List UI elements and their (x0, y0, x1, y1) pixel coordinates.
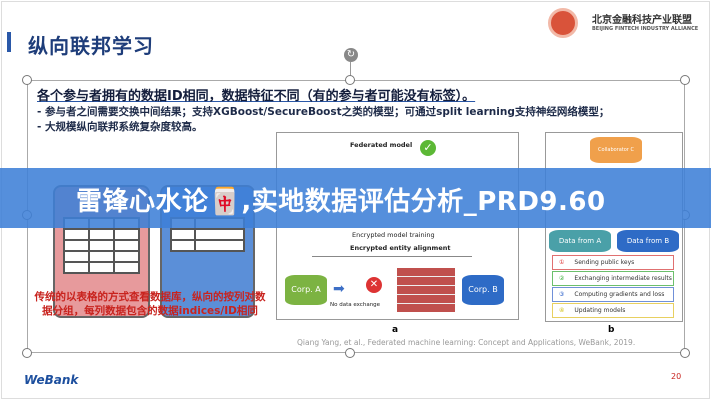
alignment-label: Encrypted entity alignment (350, 244, 451, 252)
banner-title: 雷锋心水论🀄,实地数据评估分析_PRD9.60 (76, 187, 606, 217)
corp-a-db: Corp. A (285, 275, 327, 305)
step-label: Exchanging intermediate results (574, 275, 672, 282)
title-accent-bar (7, 32, 11, 52)
slide-title: 纵向联邦学习 (28, 34, 154, 58)
alliance-logo-icon (548, 8, 578, 38)
resize-handle-br[interactable] (680, 348, 690, 358)
data-b-db: Data from B (617, 230, 679, 252)
step-1: ① Sending public keys (552, 255, 674, 270)
figure-label-a: a (392, 325, 399, 335)
cross-icon: ✕ (366, 277, 382, 293)
federated-model-label: Federated model (350, 141, 413, 149)
citation: Qiang Yang, et al., Federated machine le… (297, 338, 636, 347)
step-num: ② (559, 275, 565, 282)
no-exchange-label: No data exchange (330, 302, 381, 308)
step-num: ④ (559, 307, 565, 314)
logo-text-en: BEIJING FINTECH INDUSTRY ALLIANCE (592, 26, 699, 32)
resize-handle-bm[interactable] (345, 348, 355, 358)
bullet-2: - 大规模纵向联邦系统复杂度较高。 (37, 121, 203, 133)
alignment-arrow (312, 256, 472, 257)
figure-label-b: b (608, 325, 615, 335)
overlay-banner (0, 168, 711, 228)
step-2: ② Exchanging intermediate results (552, 271, 674, 286)
corp-b-db: Corp. B (462, 275, 504, 305)
resize-handle-tr[interactable] (680, 75, 690, 85)
arrow-right-icon: ➡ (333, 281, 345, 297)
step-num: ① (559, 259, 565, 266)
resize-handle-bl[interactable] (22, 348, 32, 358)
step-label: Sending public keys (574, 259, 635, 266)
red-note: 传统的以表格的方式查看数据库，纵向的按列对数据分组，每列数据包含的数据indic… (34, 291, 266, 317)
page-number: 20 (671, 372, 682, 381)
bullet-1: - 参与者之间需要交换中间结果；支持XGBoost/SecureBoost之类的… (37, 106, 610, 118)
logo-text-cn: 北京金融科技产业联盟 (592, 15, 692, 26)
rotate-handle-icon[interactable]: ↻ (344, 48, 358, 62)
collaborator-db: Collaborator C (590, 137, 642, 163)
check-icon: ✓ (420, 140, 436, 156)
model-training-label: Encrypted model training (352, 231, 435, 239)
resize-handle-tl[interactable] (22, 75, 32, 85)
data-a-db: Data from A (549, 230, 611, 252)
rotate-handle-line (350, 62, 351, 80)
firewall-icon (397, 268, 455, 312)
step-num: ③ (559, 291, 565, 298)
step-label: Computing gradients and loss (574, 291, 665, 298)
step-4: ④ Updating models (552, 303, 674, 318)
step-3: ③ Computing gradients and loss (552, 287, 674, 302)
slide-heading: 各个参与者拥有的数据ID相同，数据特征不同（有的参与者可能没有标签）。 (37, 89, 476, 104)
step-label: Updating models (574, 307, 626, 314)
webank-logo: WeBank (24, 373, 79, 387)
resize-handle-tm[interactable] (345, 75, 355, 85)
